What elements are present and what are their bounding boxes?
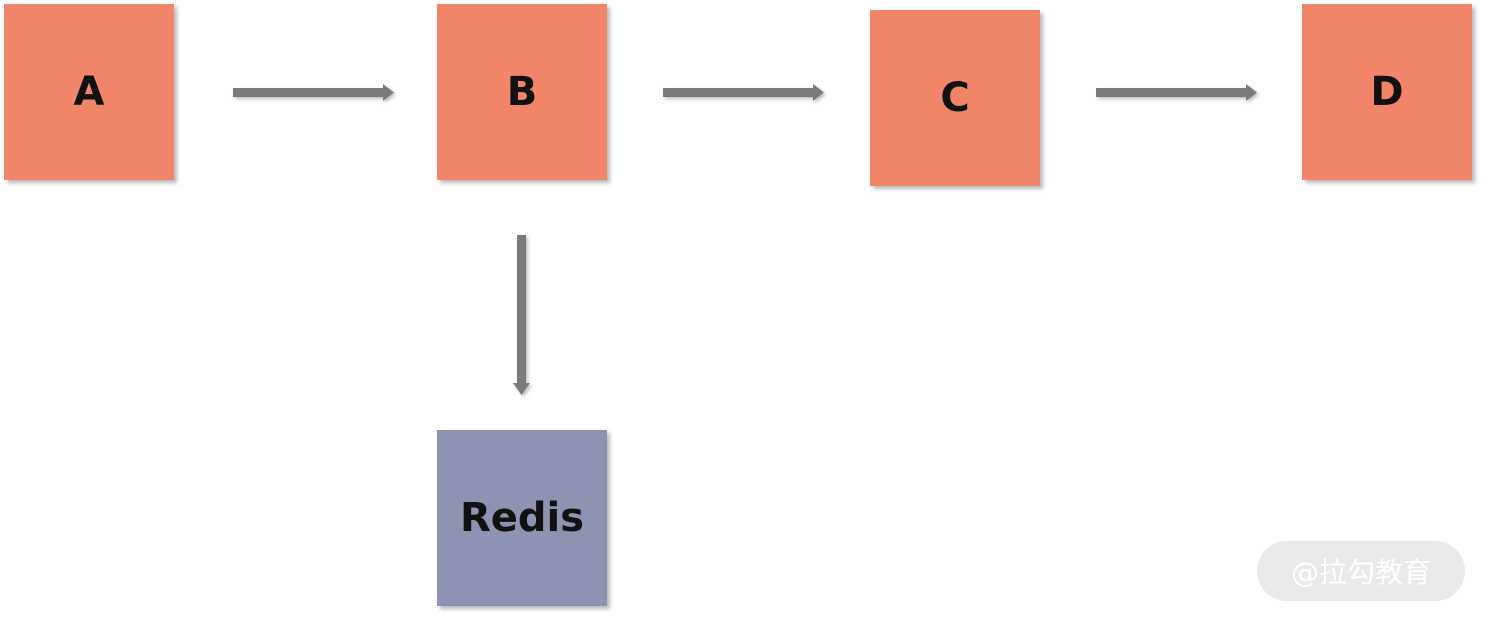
arrow-c-to-d [1096, 84, 1257, 101]
node-d-label: D [1370, 69, 1404, 115]
node-c: C [870, 10, 1040, 186]
node-c-label: C [940, 75, 970, 121]
arrow-a-to-b [233, 84, 394, 101]
arrow-b-to-c [663, 84, 824, 101]
node-a: A [4, 4, 174, 180]
watermark-badge: @拉勾教育 [1257, 541, 1465, 601]
node-a-label: A [73, 69, 105, 115]
arrow-b-to-redis [513, 235, 530, 395]
node-redis-label: Redis [459, 495, 585, 541]
watermark-text: @拉勾教育 [1290, 556, 1431, 589]
node-b-label: B [506, 69, 538, 115]
node-b: B [437, 4, 607, 180]
node-redis: Redis [437, 430, 607, 606]
node-d: D [1302, 4, 1472, 180]
